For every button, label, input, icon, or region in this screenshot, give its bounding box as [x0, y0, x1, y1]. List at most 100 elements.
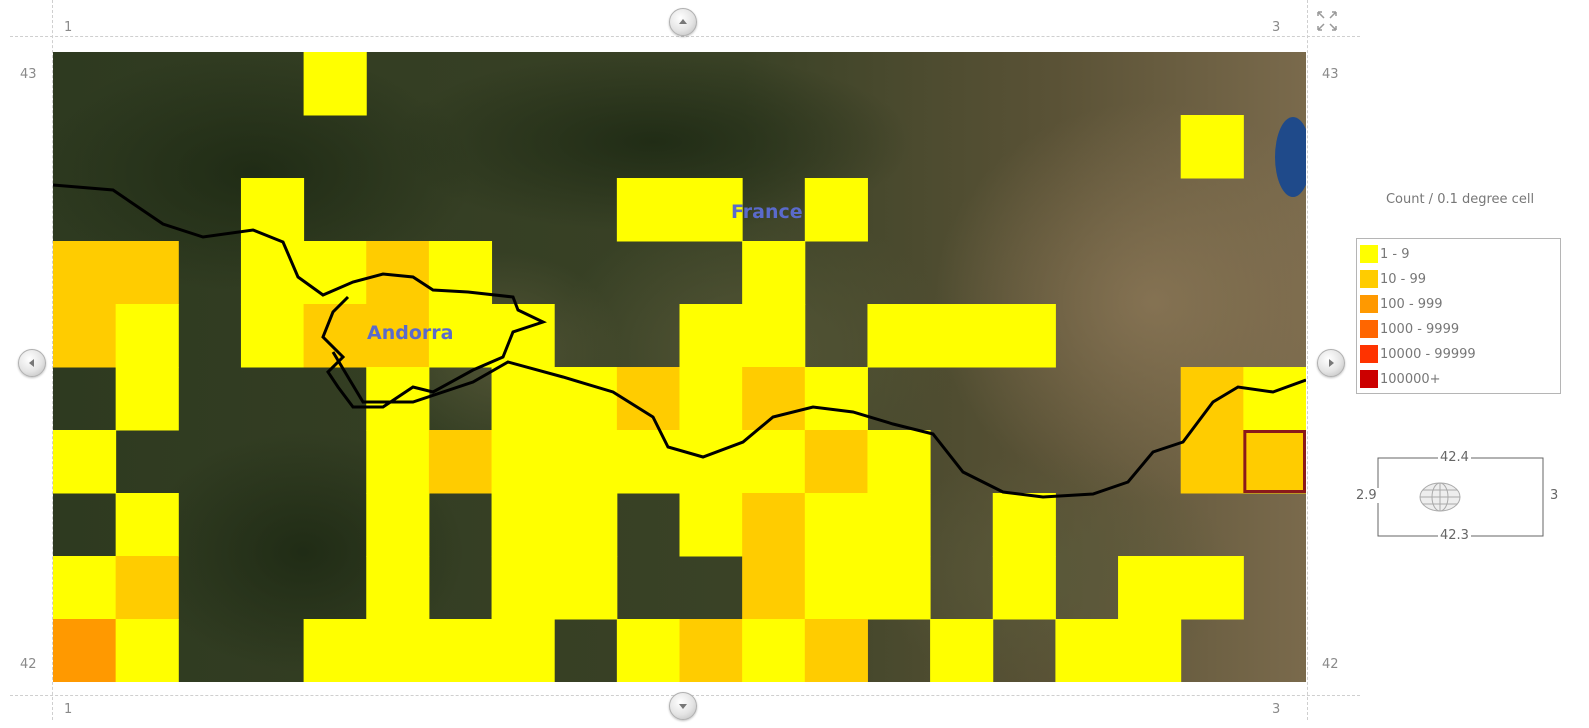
grid-cell[interactable]: [115, 619, 179, 682]
legend-swatch: [1360, 295, 1378, 313]
grid-cell[interactable]: [616, 178, 680, 242]
axis-top-left-label: 1: [64, 20, 73, 35]
grid-cell[interactable]: [616, 619, 680, 682]
grid-cell[interactable]: [1243, 430, 1306, 494]
grid-cell[interactable]: [1055, 619, 1119, 682]
grid-cell[interactable]: [366, 430, 430, 494]
grid-cell[interactable]: [930, 619, 994, 682]
legend-swatch: [1360, 345, 1378, 363]
legend-item: 1000 - 9999: [1360, 318, 1459, 340]
grid-cell[interactable]: [303, 241, 367, 305]
pan-down-button[interactable]: [669, 692, 697, 720]
grid-cell[interactable]: [804, 367, 868, 431]
grid-cell[interactable]: [804, 178, 868, 242]
grid-cell[interactable]: [679, 178, 743, 242]
legend-swatch: [1360, 270, 1378, 288]
grid-cell[interactable]: [867, 556, 931, 620]
grid-cell[interactable]: [303, 619, 367, 682]
grid-cell[interactable]: [491, 493, 555, 557]
pan-right-button[interactable]: [1317, 349, 1345, 377]
map-viewport[interactable]: France Andorra: [53, 52, 1306, 682]
legend-item: 10000 - 99999: [1360, 343, 1476, 365]
axis-bottom-left-label: 1: [64, 702, 73, 717]
grid-cell[interactable]: [804, 556, 868, 620]
grid-cell[interactable]: [616, 430, 680, 494]
grid-cell[interactable]: [554, 556, 618, 620]
grid-cell[interactable]: [115, 241, 179, 305]
grid-cell[interactable]: [428, 304, 493, 368]
grid-cell[interactable]: [428, 619, 493, 682]
grid-cell[interactable]: [1180, 367, 1244, 431]
axis-right-bottom-label: 42: [1322, 657, 1339, 672]
grid-cell[interactable]: [804, 430, 868, 494]
grid-cell[interactable]: [240, 304, 305, 368]
grid-cell[interactable]: [679, 367, 743, 431]
grid-cell[interactable]: [491, 430, 555, 494]
grid-cell[interactable]: [366, 304, 430, 368]
axis-right-top-label: 43: [1322, 67, 1339, 82]
bounds-south: 42.3: [1438, 528, 1471, 543]
grid-cell[interactable]: [742, 241, 806, 305]
grid-cell[interactable]: [428, 430, 493, 494]
grid-cell[interactable]: [742, 367, 806, 431]
grid-cell[interactable]: [115, 367, 179, 431]
legend-label: 1 - 9: [1380, 246, 1410, 262]
grid-cell[interactable]: [491, 367, 555, 431]
grid-cell[interactable]: [53, 619, 117, 682]
grid-cell[interactable]: [742, 619, 806, 682]
grid-cell[interactable]: [366, 241, 430, 305]
legend-label: 1000 - 9999: [1380, 321, 1460, 337]
selected-grid-cell[interactable]: [1243, 430, 1306, 493]
grid-cell[interactable]: [679, 430, 743, 494]
grid-cell[interactable]: [554, 493, 618, 557]
grid-cell[interactable]: [1243, 367, 1306, 431]
bounds-west: 2.9: [1354, 488, 1379, 503]
axis-top-right-label: 3: [1272, 20, 1281, 35]
frame-top-line: [10, 36, 1360, 37]
grid-cell[interactable]: [1118, 619, 1182, 682]
grid-cell[interactable]: [742, 493, 806, 557]
grid-cell[interactable]: [867, 493, 931, 557]
grid-cell[interactable]: [679, 493, 743, 557]
grid-cell[interactable]: [53, 556, 117, 620]
grid-cell[interactable]: [491, 619, 555, 682]
legend-item: 10 - 99: [1360, 268, 1426, 290]
grid-cell[interactable]: [115, 304, 179, 368]
grid-cell[interactable]: [616, 367, 680, 431]
grid-cell[interactable]: [240, 241, 305, 305]
grid-cell[interactable]: [679, 619, 743, 682]
legend-label: 100 - 999: [1380, 296, 1443, 312]
grid-cell[interactable]: [804, 493, 868, 557]
grid-cell[interactable]: [679, 304, 743, 368]
pan-up-button[interactable]: [669, 8, 697, 36]
grid-cell[interactable]: [1180, 556, 1244, 620]
grid-cell[interactable]: [1180, 430, 1244, 494]
chevron-left-icon: [29, 359, 34, 367]
grid-cell[interactable]: [742, 304, 806, 368]
grid-cell[interactable]: [366, 619, 430, 682]
pan-left-button[interactable]: [18, 349, 46, 377]
grid-cell[interactable]: [992, 493, 1056, 557]
grid-cell[interactable]: [1118, 556, 1182, 620]
grid-cell[interactable]: [115, 556, 179, 620]
legend-swatch: [1360, 370, 1378, 388]
grid-cell[interactable]: [742, 430, 806, 494]
grid-cell[interactable]: [53, 241, 117, 305]
grid-cell[interactable]: [867, 430, 931, 494]
grid-cell[interactable]: [491, 556, 555, 620]
grid-cell[interactable]: [930, 304, 994, 368]
grid-cell[interactable]: [1180, 115, 1244, 179]
grid-cell[interactable]: [742, 556, 806, 620]
grid-cell[interactable]: [366, 493, 430, 557]
grid-cell[interactable]: [992, 556, 1056, 620]
grid-cell[interactable]: [554, 430, 618, 494]
expand-collapse-icon[interactable]: [1316, 10, 1338, 32]
grid-cell[interactable]: [804, 619, 868, 682]
grid-cell[interactable]: [53, 430, 117, 494]
grid-cell[interactable]: [992, 304, 1056, 368]
grid-cell[interactable]: [366, 556, 430, 620]
grid-cell[interactable]: [115, 493, 179, 557]
grid-cell[interactable]: [867, 304, 931, 368]
grid-cell[interactable]: [53, 304, 117, 368]
grid-cell[interactable]: [303, 52, 367, 116]
